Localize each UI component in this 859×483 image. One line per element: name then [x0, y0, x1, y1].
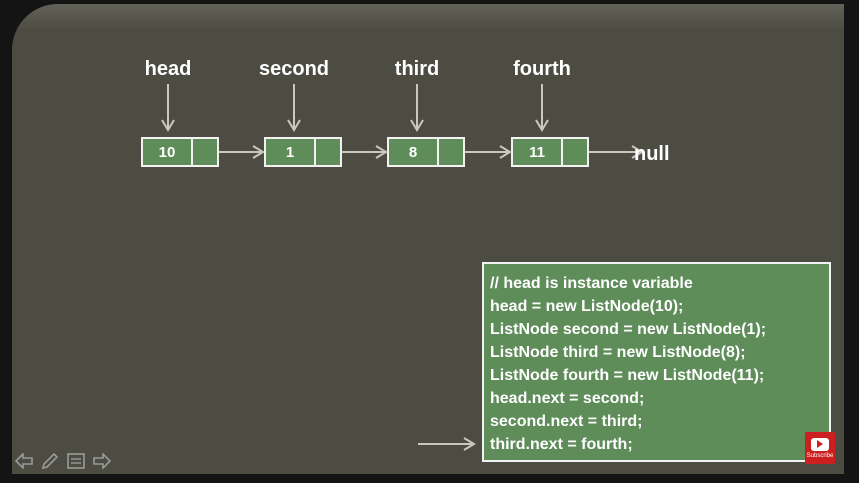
node-next-pointer	[439, 139, 463, 165]
down-arrow-head	[161, 84, 175, 132]
list-node-3: 8	[387, 137, 465, 167]
node-value: 8	[389, 139, 439, 165]
arrow-right-icon[interactable]	[92, 451, 112, 471]
youtube-icon	[811, 437, 829, 451]
code-line: ListNode fourth = new ListNode(11);	[490, 367, 765, 384]
subscribe-label: Subscribe	[806, 452, 834, 459]
code-line: head = new ListNode(10);	[490, 298, 684, 315]
arrow-left-icon[interactable]	[14, 451, 34, 471]
list-node-1: 10	[141, 137, 219, 167]
list-node-4: 11	[511, 137, 589, 167]
down-arrow-fourth	[535, 84, 549, 132]
code-line-current: third.next = fourth;	[490, 436, 633, 453]
code-line: ListNode second = new ListNode(1);	[490, 321, 767, 338]
code-line: second.next = third;	[490, 413, 643, 430]
slide: head second third fourth 10 1 8 11	[12, 4, 844, 474]
null-label: null	[634, 143, 670, 165]
code-comment: // head is instance variable	[490, 275, 693, 292]
variable-label-head: head	[144, 58, 192, 80]
node-next-pointer	[563, 139, 587, 165]
code-panel: // head is instance variable head = new …	[482, 262, 831, 462]
variable-label-third: third	[394, 58, 440, 80]
node-value: 11	[513, 139, 563, 165]
down-arrow-third	[410, 84, 424, 132]
code-line: head.next = second;	[490, 390, 645, 407]
next-arrow-1	[219, 145, 265, 159]
current-line-arrow	[418, 437, 476, 451]
down-arrow-second	[287, 84, 301, 132]
presentation-toolbar	[14, 451, 112, 471]
pen-icon[interactable]	[40, 451, 60, 471]
variable-label-second: second	[258, 58, 330, 80]
node-next-pointer	[193, 139, 217, 165]
menu-icon[interactable]	[66, 451, 86, 471]
code-line: ListNode third = new ListNode(8);	[490, 344, 746, 361]
node-value: 10	[143, 139, 193, 165]
next-arrow-2	[342, 145, 388, 159]
youtube-subscribe-button[interactable]: Subscribe	[805, 432, 835, 464]
next-arrow-3	[465, 145, 512, 159]
variable-label-fourth: fourth	[513, 58, 571, 80]
node-next-pointer	[316, 139, 340, 165]
next-arrow-null	[589, 145, 644, 159]
node-value: 1	[266, 139, 316, 165]
list-node-2: 1	[264, 137, 342, 167]
